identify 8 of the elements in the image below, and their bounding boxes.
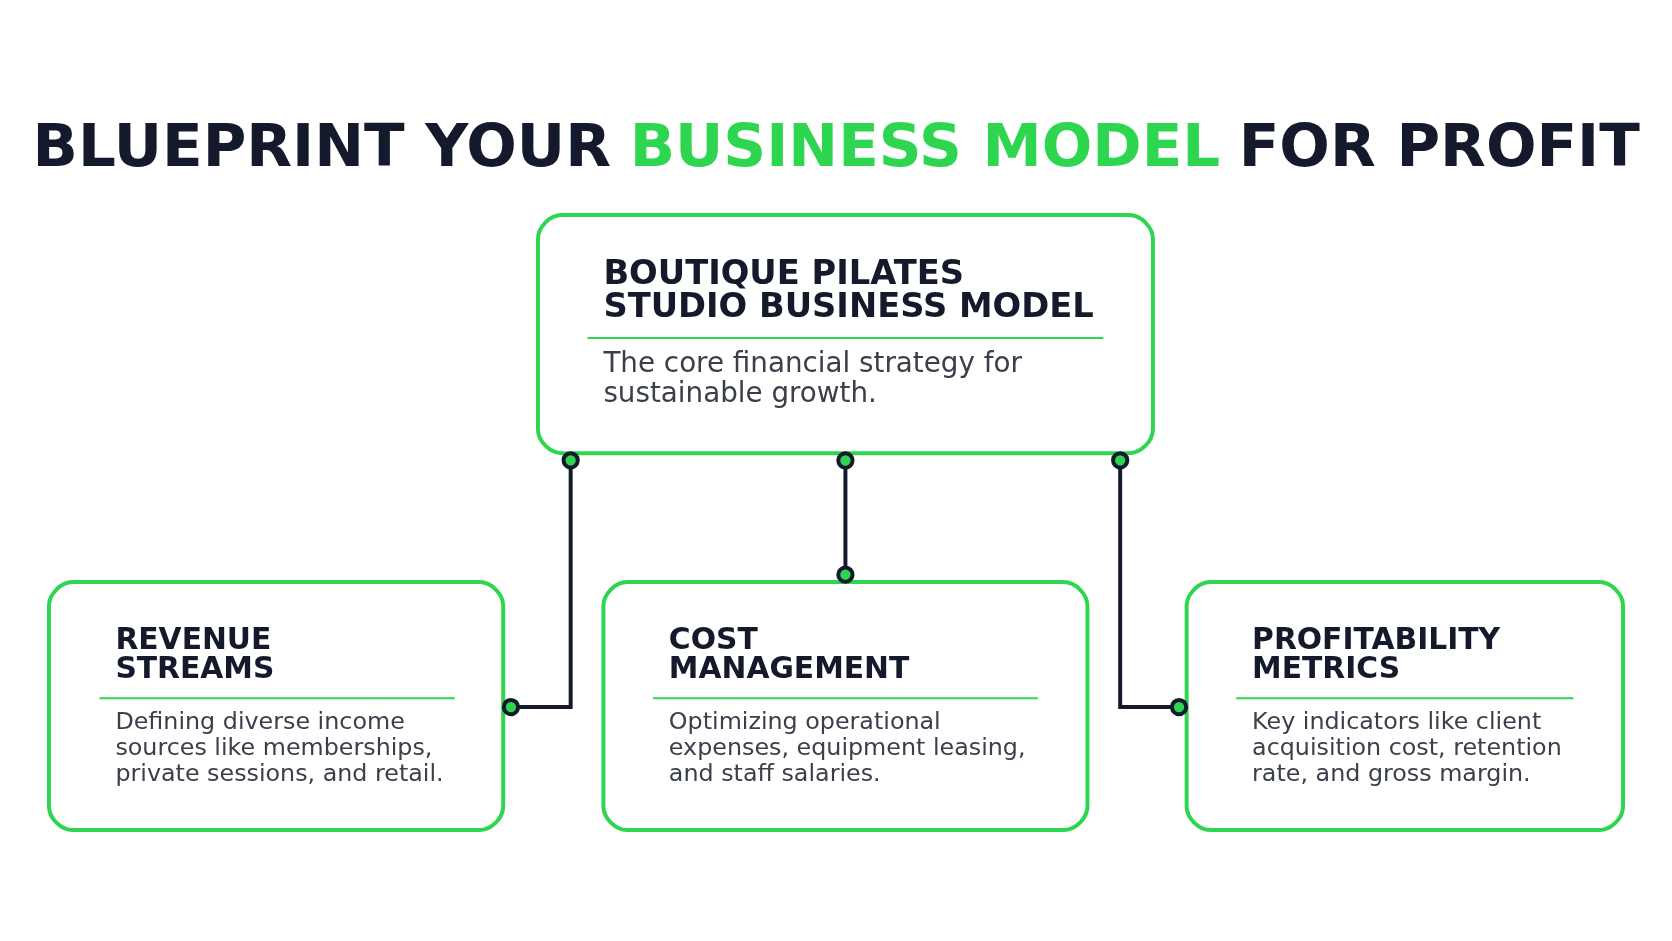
node-box: BOUTIQUE PILATES STUDIO BUSINESS MODEL The core financial strategy for sustainable growth. [535,212,1155,455]
connector [1111,450,1189,716]
connector [501,450,580,716]
diagram-title: BLUEPRINT YOUR BUSINESS MODEL FOR PROFIT [32,110,1640,179]
connector [836,450,855,584]
node-box: REVENUE STREAMS Defining diverse income sources like memberships, private sessions, and retail. [46,579,506,832]
node-box: PROFITABILITY METRICS Key indicators like client acquisition cost, retention rate, and gross margin. [1184,579,1626,832]
node-box: COST MANAGEMENT Optimizing operational expenses, equipment leasing, and staff salaries. [601,579,1090,832]
